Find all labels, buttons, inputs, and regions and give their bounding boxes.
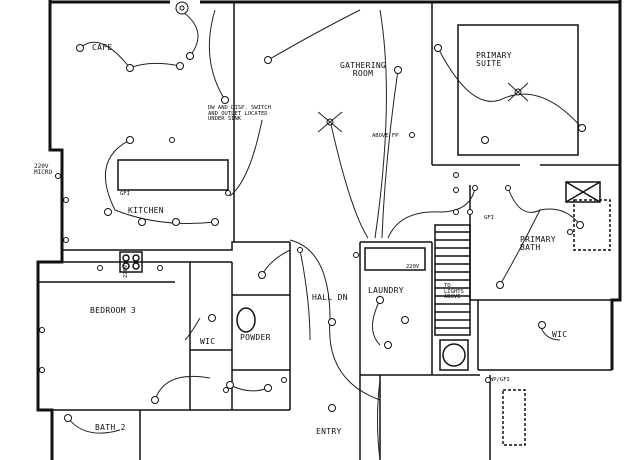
outlets-switches — [39, 132, 573, 393]
room-label-bedroom-3: BEDROOM 3 — [90, 306, 137, 315]
note-220v-kitchen: 220V — [123, 264, 129, 278]
room-label-wic-left: WIC — [200, 337, 216, 346]
note-gfi-kitchen: GFI — [120, 191, 130, 197]
room-label-bath-2: BATH 2 — [95, 423, 126, 432]
note-dw-disposal: DW AND DISP. SWITCH AND OUTLET LOCATED U… — [208, 105, 271, 122]
note-gfi-bath: GFI — [484, 215, 494, 221]
room-label-kitchen: KITCHEN — [128, 206, 164, 215]
exterior-walls — [36, 0, 622, 460]
stairs — [434, 224, 471, 336]
room-label-primary-suite: PRIMARY SUITE — [476, 51, 512, 68]
note-to-lights-above: TO LIGHTS ABOVE — [444, 283, 464, 300]
room-label-gathering-room: GATHERING ROOM — [340, 61, 387, 78]
room-label-wic-right: WIC — [552, 330, 568, 339]
note-above-fp: ABOVE FP — [372, 133, 399, 139]
wiring — [67, 9, 583, 460]
note-220v-laundry: 220V — [406, 264, 420, 270]
room-label-primary-bath: PRIMARY BATH — [520, 235, 556, 252]
appliances — [119, 181, 611, 446]
room-label-hall-dn: HALL DN — [312, 293, 348, 302]
room-label-cafe: CAFE — [92, 43, 113, 52]
ceiling-fans — [175, 1, 529, 133]
room-label-powder: POWDER — [240, 333, 271, 342]
room-label-laundry: LAUNDRY — [368, 286, 404, 295]
room-label-entry: ENTRY — [316, 427, 342, 436]
interior-walls — [38, 2, 620, 460]
light-fixtures — [64, 44, 586, 422]
note-220v-micro: 220V MICRO — [34, 163, 53, 176]
note-wp-gfi: WP/GFI — [490, 377, 510, 383]
